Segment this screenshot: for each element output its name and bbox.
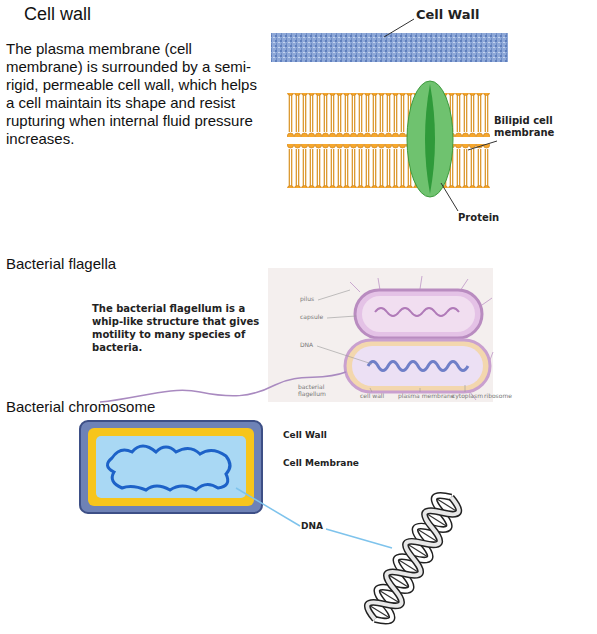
part-label: capsule — [300, 314, 330, 321]
membrane-protein — [407, 81, 453, 197]
leader-line — [384, 19, 414, 37]
part-label: pilus — [300, 296, 330, 303]
photo-background — [268, 268, 493, 402]
cytoplasm-area — [352, 346, 483, 386]
lipid-layer — [287, 144, 490, 188]
flagellum-line — [100, 372, 346, 402]
cytoplasm-area — [362, 296, 475, 332]
pili — [350, 276, 493, 400]
dna-coil — [368, 362, 468, 371]
lipid-layer — [287, 93, 490, 137]
bacterium-cell — [355, 290, 482, 338]
cell-membrane-shape — [88, 428, 254, 506]
section-heading: Bacterial flagella — [6, 255, 206, 272]
part-label: Bilipid cell membrane — [494, 115, 564, 138]
protein-channel — [425, 84, 435, 194]
part-label: cytoplasm — [452, 393, 488, 400]
part-label: Cell Membrane — [283, 458, 403, 468]
section-heading: Bacterial chromosome — [6, 398, 226, 415]
bacterium-cell — [345, 340, 490, 392]
cell-wall-band — [271, 33, 508, 62]
leader-line — [441, 183, 458, 211]
chromosome-loop — [107, 446, 230, 490]
part-label: Cell Wall — [416, 8, 506, 23]
description-text: The plasma membrane (cell membrane) is s… — [6, 40, 268, 148]
note-text: The bacterial flagellum is a whip-like s… — [92, 302, 262, 354]
leader-line — [326, 529, 392, 548]
part-label: DNA — [300, 342, 330, 349]
dna-helix — [363, 490, 463, 627]
part-label: cell wall — [360, 393, 396, 400]
section-heading: Cell wall — [24, 4, 224, 25]
part-label: Protein — [458, 212, 518, 224]
part-label: bacterial flagellum — [298, 384, 334, 397]
part-label: DNA — [301, 521, 341, 531]
leader-line — [468, 141, 497, 150]
part-label: Cell Wall — [283, 430, 383, 440]
part-label: ribosome — [484, 393, 524, 400]
cytoplasm-shape — [96, 436, 246, 498]
leader-lines — [317, 290, 465, 392]
part-label: plasma membrane — [398, 393, 458, 400]
leader-line — [236, 488, 300, 526]
cell-wall-shape — [80, 421, 262, 513]
dna-coil — [375, 308, 459, 316]
